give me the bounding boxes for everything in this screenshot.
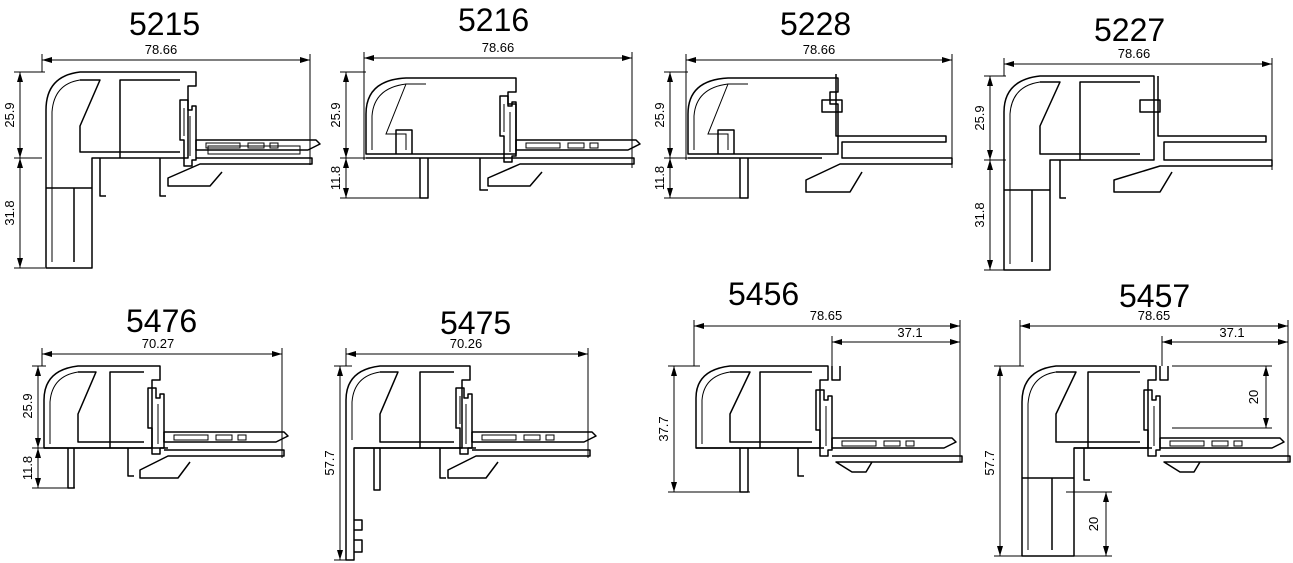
drawing-5475: [334, 348, 597, 561]
dim-5228-width: 78.66: [803, 42, 836, 57]
dim-5216-h2: 11.8: [328, 166, 343, 190]
profile-code-5216: 5216: [458, 2, 530, 38]
profile-code-5476: 5476: [126, 303, 198, 339]
dim-5457-width: 78.65: [1138, 308, 1171, 323]
profile-code-5227: 5227: [1094, 12, 1166, 48]
drawing-5227: [984, 58, 1273, 271]
drawing-5456: [668, 320, 963, 493]
dim-5227-h2: 31.8: [972, 202, 987, 227]
dim-5228-h1: 25.9: [652, 102, 667, 127]
dim-5457-h1: 57.7: [982, 450, 997, 475]
drawing-5216: [340, 52, 641, 199]
dim-5456-width: 78.65: [810, 308, 843, 323]
dim-5227-h1: 25.9: [972, 105, 987, 130]
profile-code-5456: 5456: [728, 276, 800, 312]
dim-5476-h1: 25.9: [20, 393, 35, 418]
dim-5476-width: 70.27: [142, 336, 175, 351]
dim-5216-width: 78.66: [482, 40, 515, 55]
drawing-5228: [664, 54, 953, 199]
dim-5228-h2: 11.8: [652, 166, 667, 190]
drawing-5457: [994, 320, 1291, 557]
profile-code-5228: 5228: [780, 6, 852, 42]
profile-code-5457: 5457: [1119, 278, 1191, 314]
dim-5457-inner1: 20: [1246, 390, 1261, 404]
dim-5215-h2: 31.8: [2, 200, 17, 225]
dim-5215-width: 78.66: [145, 42, 178, 57]
dim-5475-width: 70.26: [450, 336, 483, 351]
dim-5475-h1: 57.7: [322, 450, 337, 475]
dim-5457-partial: 37.1: [1219, 325, 1244, 340]
dim-5456-partial: 37.1: [897, 325, 922, 340]
dim-5216-h1: 25.9: [328, 102, 343, 127]
drawing-5215: [14, 54, 321, 269]
drawing-5476: [32, 348, 289, 489]
profile-code-5215: 5215: [129, 6, 201, 42]
dim-5456-h1: 37.7: [656, 416, 671, 441]
dim-5215-h1: 25.9: [2, 102, 17, 127]
dim-5227-width: 78.66: [1118, 46, 1151, 61]
dim-5457-inner2: 20: [1086, 517, 1101, 531]
dim-5476-h2: 11.8: [20, 456, 35, 480]
profile-code-5475: 5475: [440, 305, 512, 341]
